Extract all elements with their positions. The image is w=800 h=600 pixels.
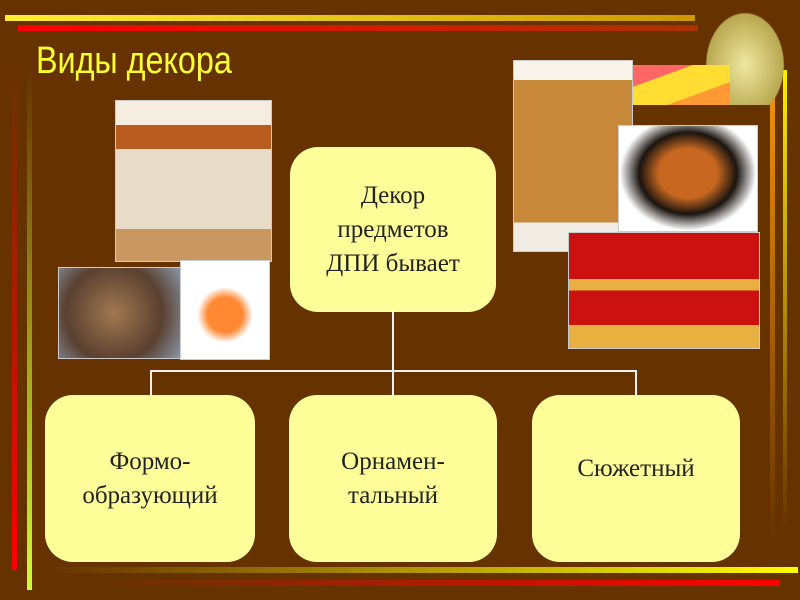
connector: [635, 370, 637, 396]
child-box-form: Формо-образующий: [45, 395, 255, 562]
console-table-image: [115, 100, 272, 262]
connector: [392, 312, 394, 372]
red-gold-ornament-image: [568, 232, 760, 349]
slide-title: Виды декора: [36, 40, 232, 82]
right-orange-line: [770, 50, 775, 540]
connector: [392, 370, 394, 396]
carved-cabinet-image: [513, 60, 633, 252]
crayons-image: [630, 65, 730, 105]
dymkovo-toy-image: [180, 260, 270, 360]
child-label: тальный: [348, 481, 438, 509]
bottom-red-line: [100, 580, 780, 586]
right-yellow-line: [783, 70, 787, 530]
ram-sculpture-image: [58, 267, 182, 359]
root-line: Декор: [360, 181, 426, 209]
left-red-line: [12, 60, 17, 570]
connector: [150, 370, 152, 396]
root-line: предметов: [337, 215, 449, 243]
child-label: Сюжетный: [577, 454, 695, 482]
child-box-ornament: Орнамен-тальный: [289, 395, 497, 562]
child-label: Формо-: [109, 447, 191, 475]
root-line: ДПИ бывает: [326, 249, 460, 277]
child-box-plot: Сюжетный: [532, 395, 740, 562]
top-yellow-line: [5, 15, 695, 21]
child-label: образующий: [82, 481, 218, 509]
child-label: Орнамен-: [341, 447, 445, 475]
bottom-yellow-line: [50, 567, 798, 573]
top-red-line: [18, 25, 698, 31]
greek-vase-image: [618, 125, 758, 232]
left-green-line: [27, 70, 32, 590]
